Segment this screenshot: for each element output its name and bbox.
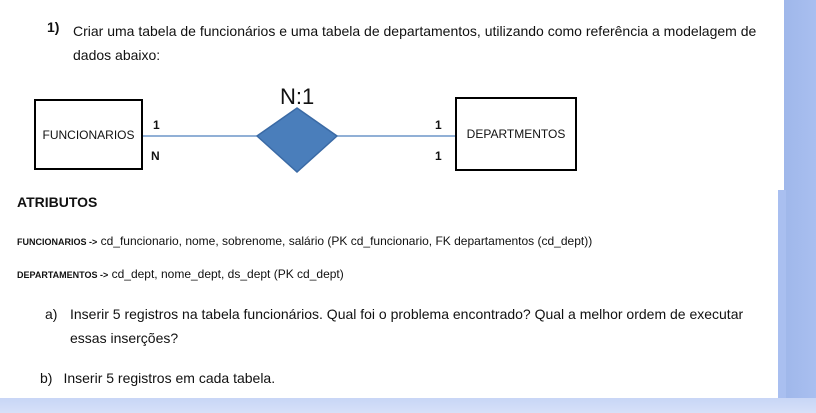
attributes-departamentos: DEPARTAMENTOS -> cd_dept, nome_dept, ds_…	[17, 267, 344, 281]
list-item-b-text: Inserir 5 registros em cada tabela.	[63, 370, 276, 386]
er-diagram-svg	[143, 107, 455, 174]
entity-departmentos-label: DEPARTMENTOS	[466, 127, 566, 141]
relationship-label: N:1	[280, 84, 315, 109]
entity-departmentos: DEPARTMENTOS	[455, 97, 577, 171]
entity-funcionarios: FUNCIONARIOS	[34, 99, 143, 170]
attributes-departamentos-text: cd_dept, nome_dept, ds_dept (PK cd_dept)	[108, 267, 344, 281]
relationship-diamond	[255, 107, 339, 174]
question-number: 1)	[47, 19, 60, 35]
page-frame-right	[784, 0, 816, 413]
cardinality-right-top: 1	[435, 118, 442, 132]
entity-funcionarios-label: FUNCIONARIOS	[42, 127, 135, 142]
list-item-a-text: Inserir 5 registros na tabela funcionári…	[70, 306, 744, 346]
cardinality-right-bottom: 1	[435, 149, 442, 163]
er-diagram: FUNCIONARIOS DEPARTMENTOS 1 N 1 1 N:1	[0, 0, 816, 200]
question-text: Criar uma tabela de funcionários e uma t…	[73, 23, 757, 63]
list-item-b: b) Inserir 5 registros em cada tabela.	[40, 366, 275, 390]
attributes-funcionarios-entity: FUNCIONARIOS ->	[17, 237, 98, 247]
page-frame-notch	[778, 190, 786, 398]
attributes-funcionarios-text: cd_funcionario, nome, sobrenome, salário…	[97, 234, 593, 248]
attributes-title: ATRIBUTOS	[17, 194, 98, 210]
cardinality-left-top: 1	[153, 118, 160, 132]
cardinality-left-bottom: N	[151, 149, 160, 163]
page-frame-bottom	[0, 398, 816, 413]
attributes-departamentos-entity: DEPARTAMENTOS ->	[17, 270, 109, 280]
attributes-funcionarios: FUNCIONARIOS -> cd_funcionario, nome, so…	[17, 234, 592, 248]
list-item-b-marker: b)	[40, 370, 53, 386]
list-item-a-marker: a)	[45, 306, 58, 322]
